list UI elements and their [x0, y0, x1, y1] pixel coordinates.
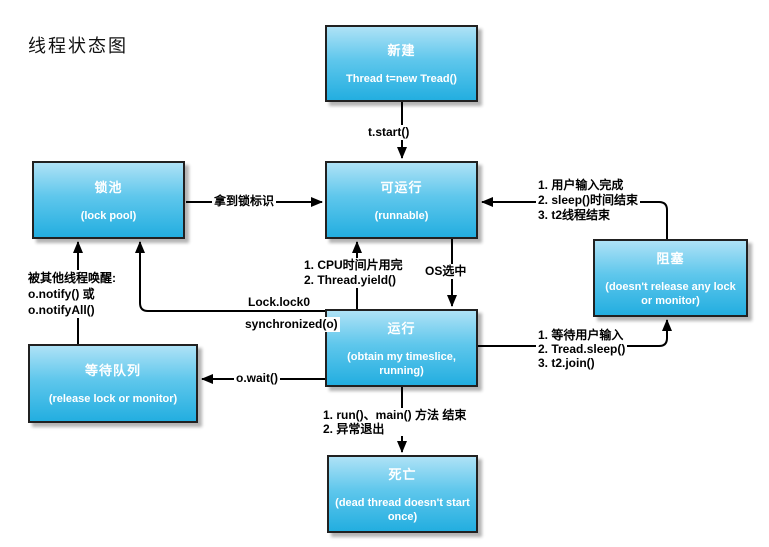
node-runnable-subtitle: (runnable): [374, 209, 429, 222]
edge-label-line: 3. t2线程结束: [538, 208, 611, 222]
edge-label-yield: 1. CPU时间片用完 2. Thread.yield(): [302, 258, 405, 288]
edge-label-line: 1. 用户输入完成: [538, 178, 624, 192]
edge-label-blocked-to-runnable: 1. 用户输入完成 2. sleep()时间结束 3. t2线程结束: [536, 178, 641, 223]
node-new-subtitle: Thread t=new Tread(): [346, 73, 457, 86]
edge-label-running-to-blocked: 1. 等待用户输入 2. Tread.sleep() 3. t2.join(): [536, 328, 628, 370]
node-running-subtitle: (obtain my timeslice, running): [347, 350, 456, 377]
node-blocked: 阻塞 (doesn't release any lock or monitor): [593, 239, 748, 317]
node-lock-pool-subtitle: (lock pool): [80, 209, 137, 222]
node-runnable-title: 可运行: [380, 179, 423, 195]
edge-label-synchronized: synchronized(o): [243, 317, 340, 332]
edge-label-line: 1. run()、main() 方法 结束: [323, 408, 467, 422]
edge-label-line: 3. t2.join(): [538, 356, 595, 370]
edge-label-line: o.notifyAll(): [28, 303, 95, 317]
node-new-title: 新建: [387, 43, 416, 59]
node-dead-subtitle: (dead thread doesn't start once): [335, 496, 470, 523]
node-lock-pool-title: 锁池: [94, 179, 123, 195]
node-dead: 死亡 (dead thread doesn't start once): [327, 455, 478, 533]
edge-label-line: 2. sleep()时间结束: [538, 193, 639, 207]
node-blocked-subtitle: (doesn't release any lock or monitor): [605, 280, 736, 307]
node-runnable: 可运行 (runnable): [325, 161, 478, 239]
node-wait-queue: 等待队列 (release lock or monitor): [28, 344, 198, 423]
edge-label-line: 1. CPU时间片用完: [304, 258, 403, 272]
edge-label-to-dead: 1. run()、main() 方法 结束 2. 异常退出: [321, 408, 469, 436]
edge-label-os-select: OS选中: [423, 264, 469, 279]
edge-label-lock-lock: Lock.lock0: [246, 295, 313, 310]
node-wait-queue-subtitle: (release lock or monitor): [48, 393, 178, 406]
edge-label-got-lock: 拿到锁标识: [212, 194, 277, 209]
edge-label-o-wait: o.wait(): [234, 371, 280, 386]
edge-label-line: 被其他线程唤醒:: [28, 271, 116, 285]
node-wait-queue-title: 等待队列: [84, 363, 141, 379]
node-lock-pool: 锁池 (lock pool): [32, 161, 185, 239]
node-running-title: 运行: [387, 320, 416, 336]
page-title: 线程状态图: [28, 36, 128, 56]
edge-label-line: 2. Thread.yield(): [304, 273, 397, 287]
node-new-state: 新建 Thread t=new Tread(): [325, 25, 478, 102]
edge-label-t-start: t.start(): [366, 125, 412, 140]
node-dead-title: 死亡: [388, 466, 417, 482]
edge-label-line: 2. 异常退出: [323, 422, 385, 436]
edge-label-line: 2. Tread.sleep(): [538, 342, 626, 356]
node-blocked-title: 阻塞: [656, 250, 685, 266]
edge-label-notify: 被其他线程唤醒: o.notify() 或 o.notifyAll(): [26, 270, 118, 318]
edge-label-line: 1. 等待用户输入: [538, 328, 624, 342]
node-running: 运行 (obtain my timeslice, running): [325, 309, 478, 387]
edge-label-line: o.notify() 或: [28, 287, 95, 301]
